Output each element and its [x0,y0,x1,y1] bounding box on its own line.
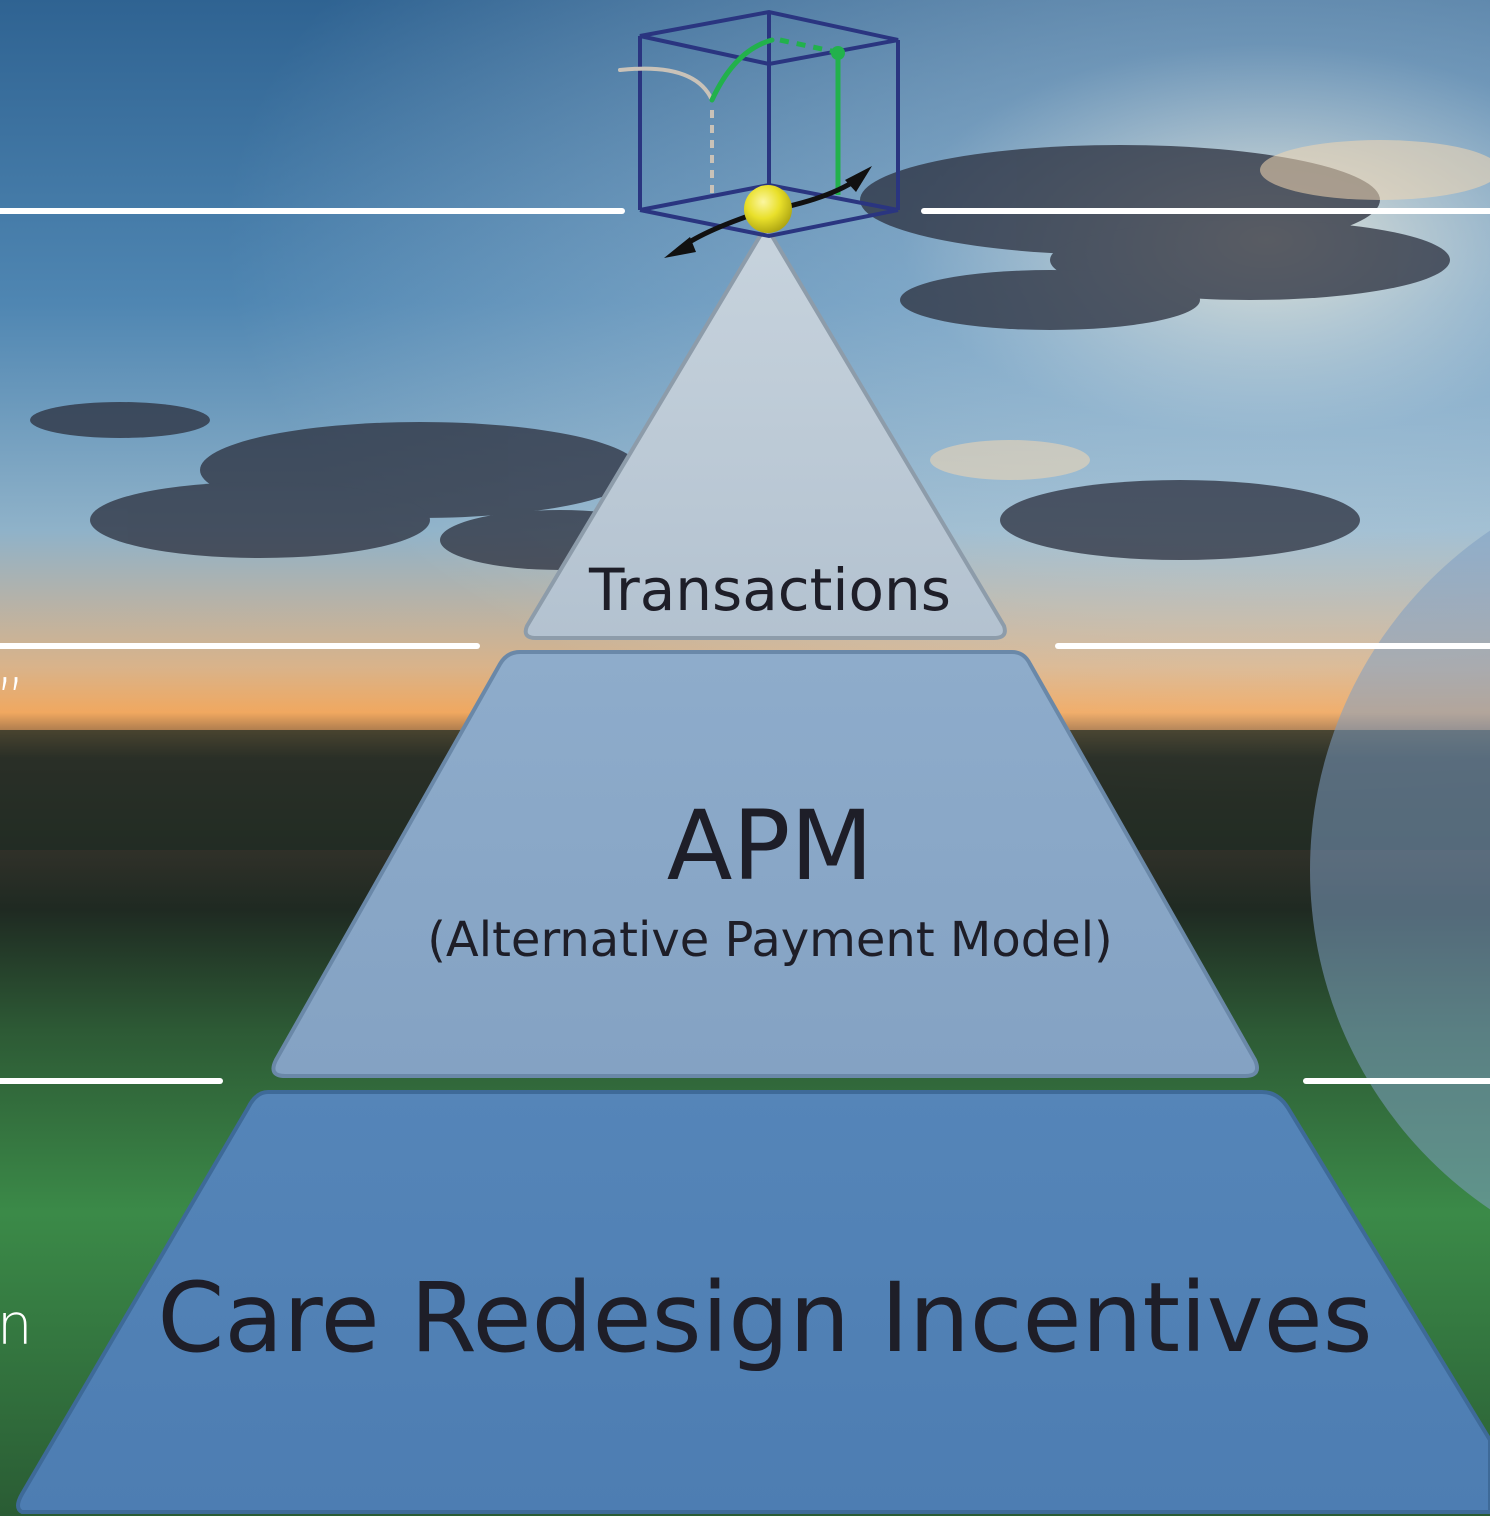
cube-trajectory-icon [618,9,900,258]
tier-middle-title: APM [666,790,874,902]
edge-letter-fragment: n [0,1293,33,1358]
divider-lines [0,208,1490,1084]
pyramid-tier-middle [271,650,1259,1078]
side-circle [1310,530,1490,1210]
pyramid-tier-top [523,222,1007,640]
edge-quote-fragment: ” [0,672,25,728]
clouds [30,145,1450,570]
tier-top-label: Transactions [588,556,952,624]
tier-middle-subtitle: (Alternative Payment Model) [427,912,1113,968]
tier-bottom-label: Care Redesign Incentives [157,1262,1373,1374]
pyramid-tier-bottom [16,1090,1490,1514]
